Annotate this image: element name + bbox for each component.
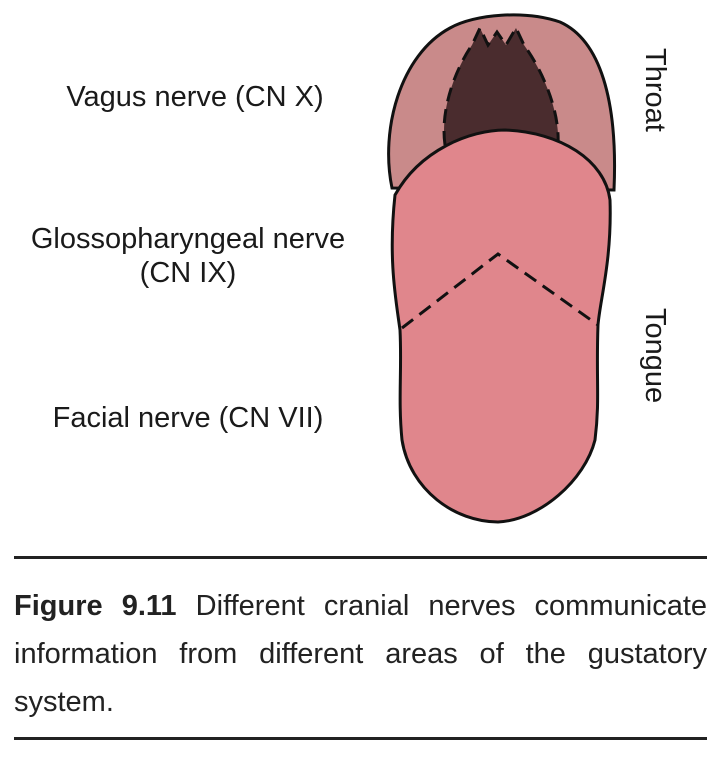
back-of-throat-region [444, 28, 559, 145]
caption-top-rule [14, 556, 707, 559]
caption-text: Different cranial nerves communicate inf… [14, 590, 708, 718]
tongue-throat-illustration [387, 13, 617, 524]
figure-caption: Figure 9.11 Different cranial nerves com… [14, 582, 707, 726]
gustatory-diagram: Vagus nerve (CN X) Glossopharyngeal nerv… [8, 13, 671, 524]
glossopharyngeal-nerve-label: Glossopharyngeal nerve (CN IX) [8, 222, 368, 290]
glossopharyngeal-facial-boundary-dashed [401, 252, 599, 330]
throat-label: Throat [639, 48, 671, 132]
figure-number: Figure 9.11 [14, 590, 177, 622]
tongue-region [390, 128, 612, 524]
tongue-label: Tongue [639, 308, 671, 404]
caption-bottom-rule [14, 737, 707, 740]
vagus-boundary-dashed [442, 24, 560, 146]
vagus-nerve-label: Vagus nerve (CN X) [66, 81, 324, 113]
glossopharyngeal-label-line2: (CN IX) [139, 257, 237, 289]
glossopharyngeal-label-line1: Glossopharyngeal nerve [30, 223, 346, 255]
facial-nerve-label: Facial nerve (CN VII) [52, 402, 324, 434]
